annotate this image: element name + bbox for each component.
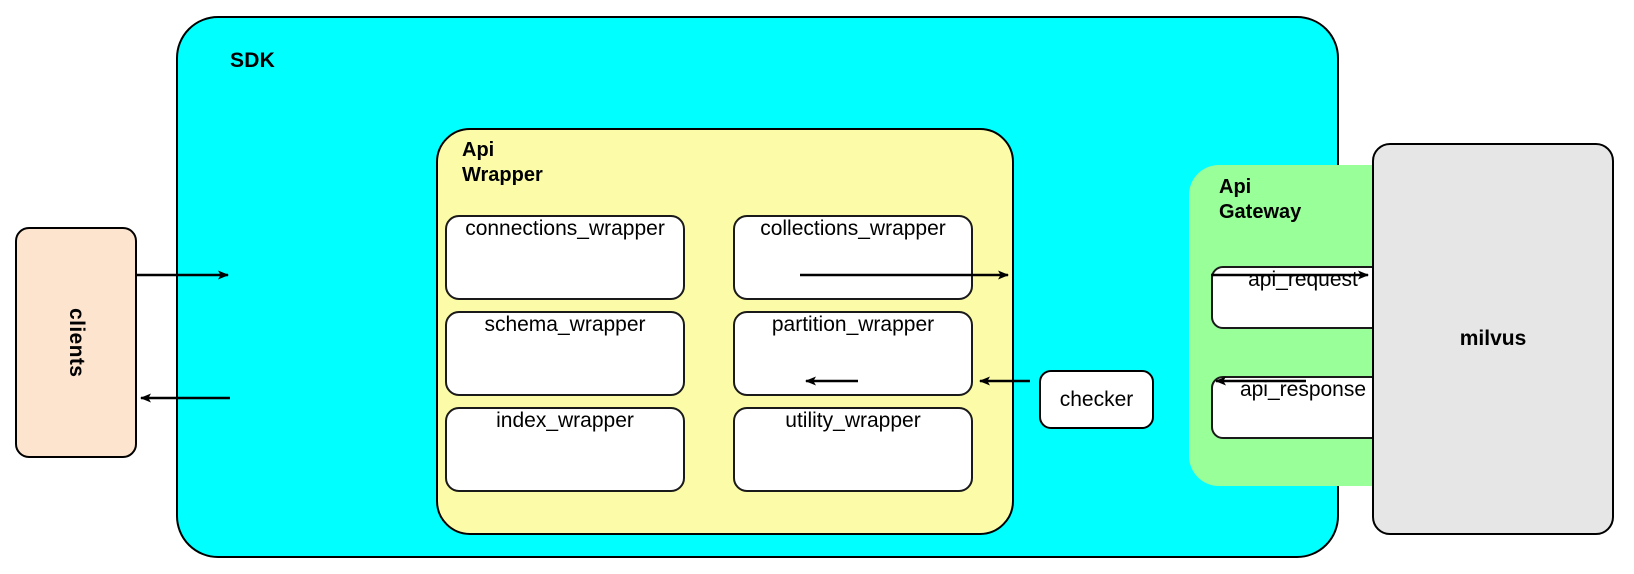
clients-box[interactable]: clients <box>15 227 137 458</box>
collections-wrapper-box[interactable]: collections_wrapper <box>733 215 973 300</box>
milvus-box[interactable]: milvus <box>1372 143 1614 535</box>
partition-wrapper-box[interactable]: partition_wrapper <box>733 311 973 396</box>
api-wrapper-label: Api Wrapper <box>462 139 543 186</box>
api-response-box[interactable]: api_response <box>1211 376 1395 439</box>
schema-wrapper-box[interactable]: schema_wrapper <box>445 311 685 396</box>
utility-wrapper-box[interactable]: utility_wrapper <box>733 407 973 492</box>
index-wrapper-box[interactable]: index_wrapper <box>445 407 685 492</box>
api-gateway-label: Api Gateway <box>1219 176 1302 223</box>
api-request-box[interactable]: api_request <box>1211 266 1395 329</box>
checker-box[interactable]: checker <box>1039 370 1154 429</box>
sdk-container[interactable]: SDK Api Wrapper connections_wrapper coll… <box>176 16 1416 558</box>
sdk-label: SDK <box>230 49 275 72</box>
api-wrapper-container[interactable]: Api Wrapper connections_wrapper collecti… <box>436 128 1014 535</box>
clients-label: clients <box>65 307 88 378</box>
connections-wrapper-box[interactable]: connections_wrapper <box>445 215 685 300</box>
